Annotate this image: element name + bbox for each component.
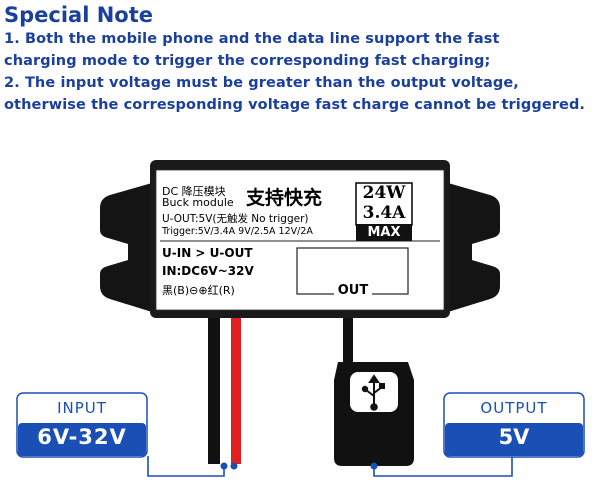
output-value-bg	[445, 423, 583, 456]
black-wire	[208, 318, 220, 464]
trigger-spec: Trigger:5V/3.4A 9V/2.5A 12V/2A	[162, 226, 313, 237]
max-badge-bg	[356, 224, 412, 241]
rating-max: MAX	[367, 225, 401, 240]
input-label: INPUT	[57, 399, 107, 417]
input-guide-dot-2	[230, 462, 238, 470]
note-line-1: 1. Both the mobile phone and the data li…	[4, 31, 500, 47]
note-title: Special Note	[4, 3, 154, 27]
input-value-bg	[18, 423, 146, 456]
output-label: OUTPUT	[480, 399, 548, 417]
out-label-gap	[334, 284, 372, 298]
input-guide-line	[147, 456, 225, 477]
right-mounting-flange	[448, 183, 500, 312]
rating-amp: 3.4A	[362, 203, 406, 223]
output-value: 5V	[498, 425, 530, 449]
note-line-2: charging mode to trigger the correspondi…	[4, 53, 491, 69]
module-type-line-en: Buck module	[162, 196, 234, 209]
special-note: Special Note 1. Both the mobile phone an…	[4, 2, 596, 116]
output-guide-dot	[370, 462, 378, 470]
input-range-spec: IN:DC6V~32V	[162, 264, 254, 278]
uout-spec: U-OUT:5V(无触发 No trigger)	[162, 213, 309, 225]
note-line-4: otherwise the corresponding voltage fast…	[4, 97, 586, 113]
rating-watt: 24W	[362, 183, 406, 203]
output-guide-line	[373, 456, 513, 477]
uin-uout-spec: U-IN > U-OUT	[162, 246, 253, 260]
usb-icon	[361, 374, 385, 411]
input-value: 6V-32V	[37, 425, 127, 449]
left-mounting-flange	[100, 183, 152, 312]
module-type-line: DC 降压模块	[162, 185, 226, 198]
input-guide-dot	[220, 462, 228, 470]
usb-cable	[343, 318, 353, 368]
note-line-3: 2. The input voltage must be greater tha…	[4, 75, 519, 91]
out-label: OUT	[337, 283, 369, 298]
rating-badge	[355, 182, 413, 226]
polarity-spec: 黑(B)⊖⊕红(R)	[162, 284, 235, 297]
red-wire	[231, 318, 241, 464]
fast-charge-title: 支持快充	[246, 187, 323, 209]
